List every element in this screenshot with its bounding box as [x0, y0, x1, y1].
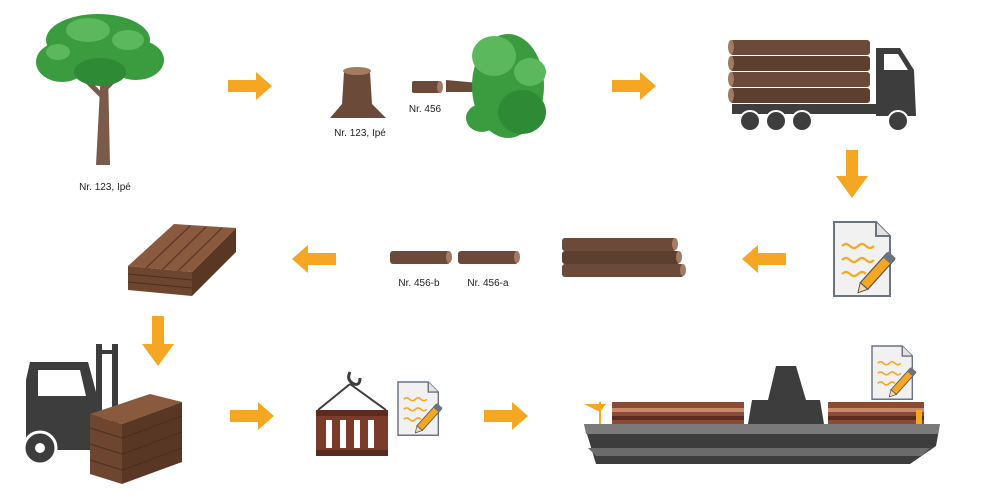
flow-arrow-3: [836, 150, 868, 198]
split-log-icon: [390, 251, 520, 264]
ship-document-icon: [871, 345, 918, 401]
log-b-label: Nr. 456-b: [398, 278, 440, 289]
forklift-lumber-icon: [89, 394, 183, 484]
tree-label: Nr. 123, Ipé: [79, 182, 131, 193]
flow-arrow-1: [228, 72, 272, 100]
felled-log-icon: [412, 81, 443, 93]
stump-label: Nr. 123, Ipé: [334, 128, 386, 139]
cargo-ship-icon: [584, 366, 940, 464]
tree-stump-icon: [330, 67, 386, 118]
container-document-icon: [397, 381, 444, 437]
flow-arrow-2: [612, 72, 656, 100]
flow-arrow-5: [292, 245, 336, 273]
logging-truck-icon: [728, 40, 916, 132]
tree-crown-icon: [446, 34, 546, 138]
flow-arrow-7: [230, 402, 274, 430]
lumber-stack-icon: [127, 224, 236, 296]
flow-arrow-6: [142, 316, 174, 366]
shipping-container-icon: [316, 371, 388, 456]
log-a-label: Nr. 456-a: [467, 278, 509, 289]
document-sign-icon: [832, 220, 897, 298]
standing-tree-icon: [36, 14, 164, 165]
forklift-icon: [22, 344, 118, 466]
flow-arrow-8: [484, 402, 528, 430]
log-pile-icon: [562, 238, 686, 277]
log-label: Nr. 456: [409, 104, 442, 115]
flow-arrow-4: [742, 245, 786, 273]
